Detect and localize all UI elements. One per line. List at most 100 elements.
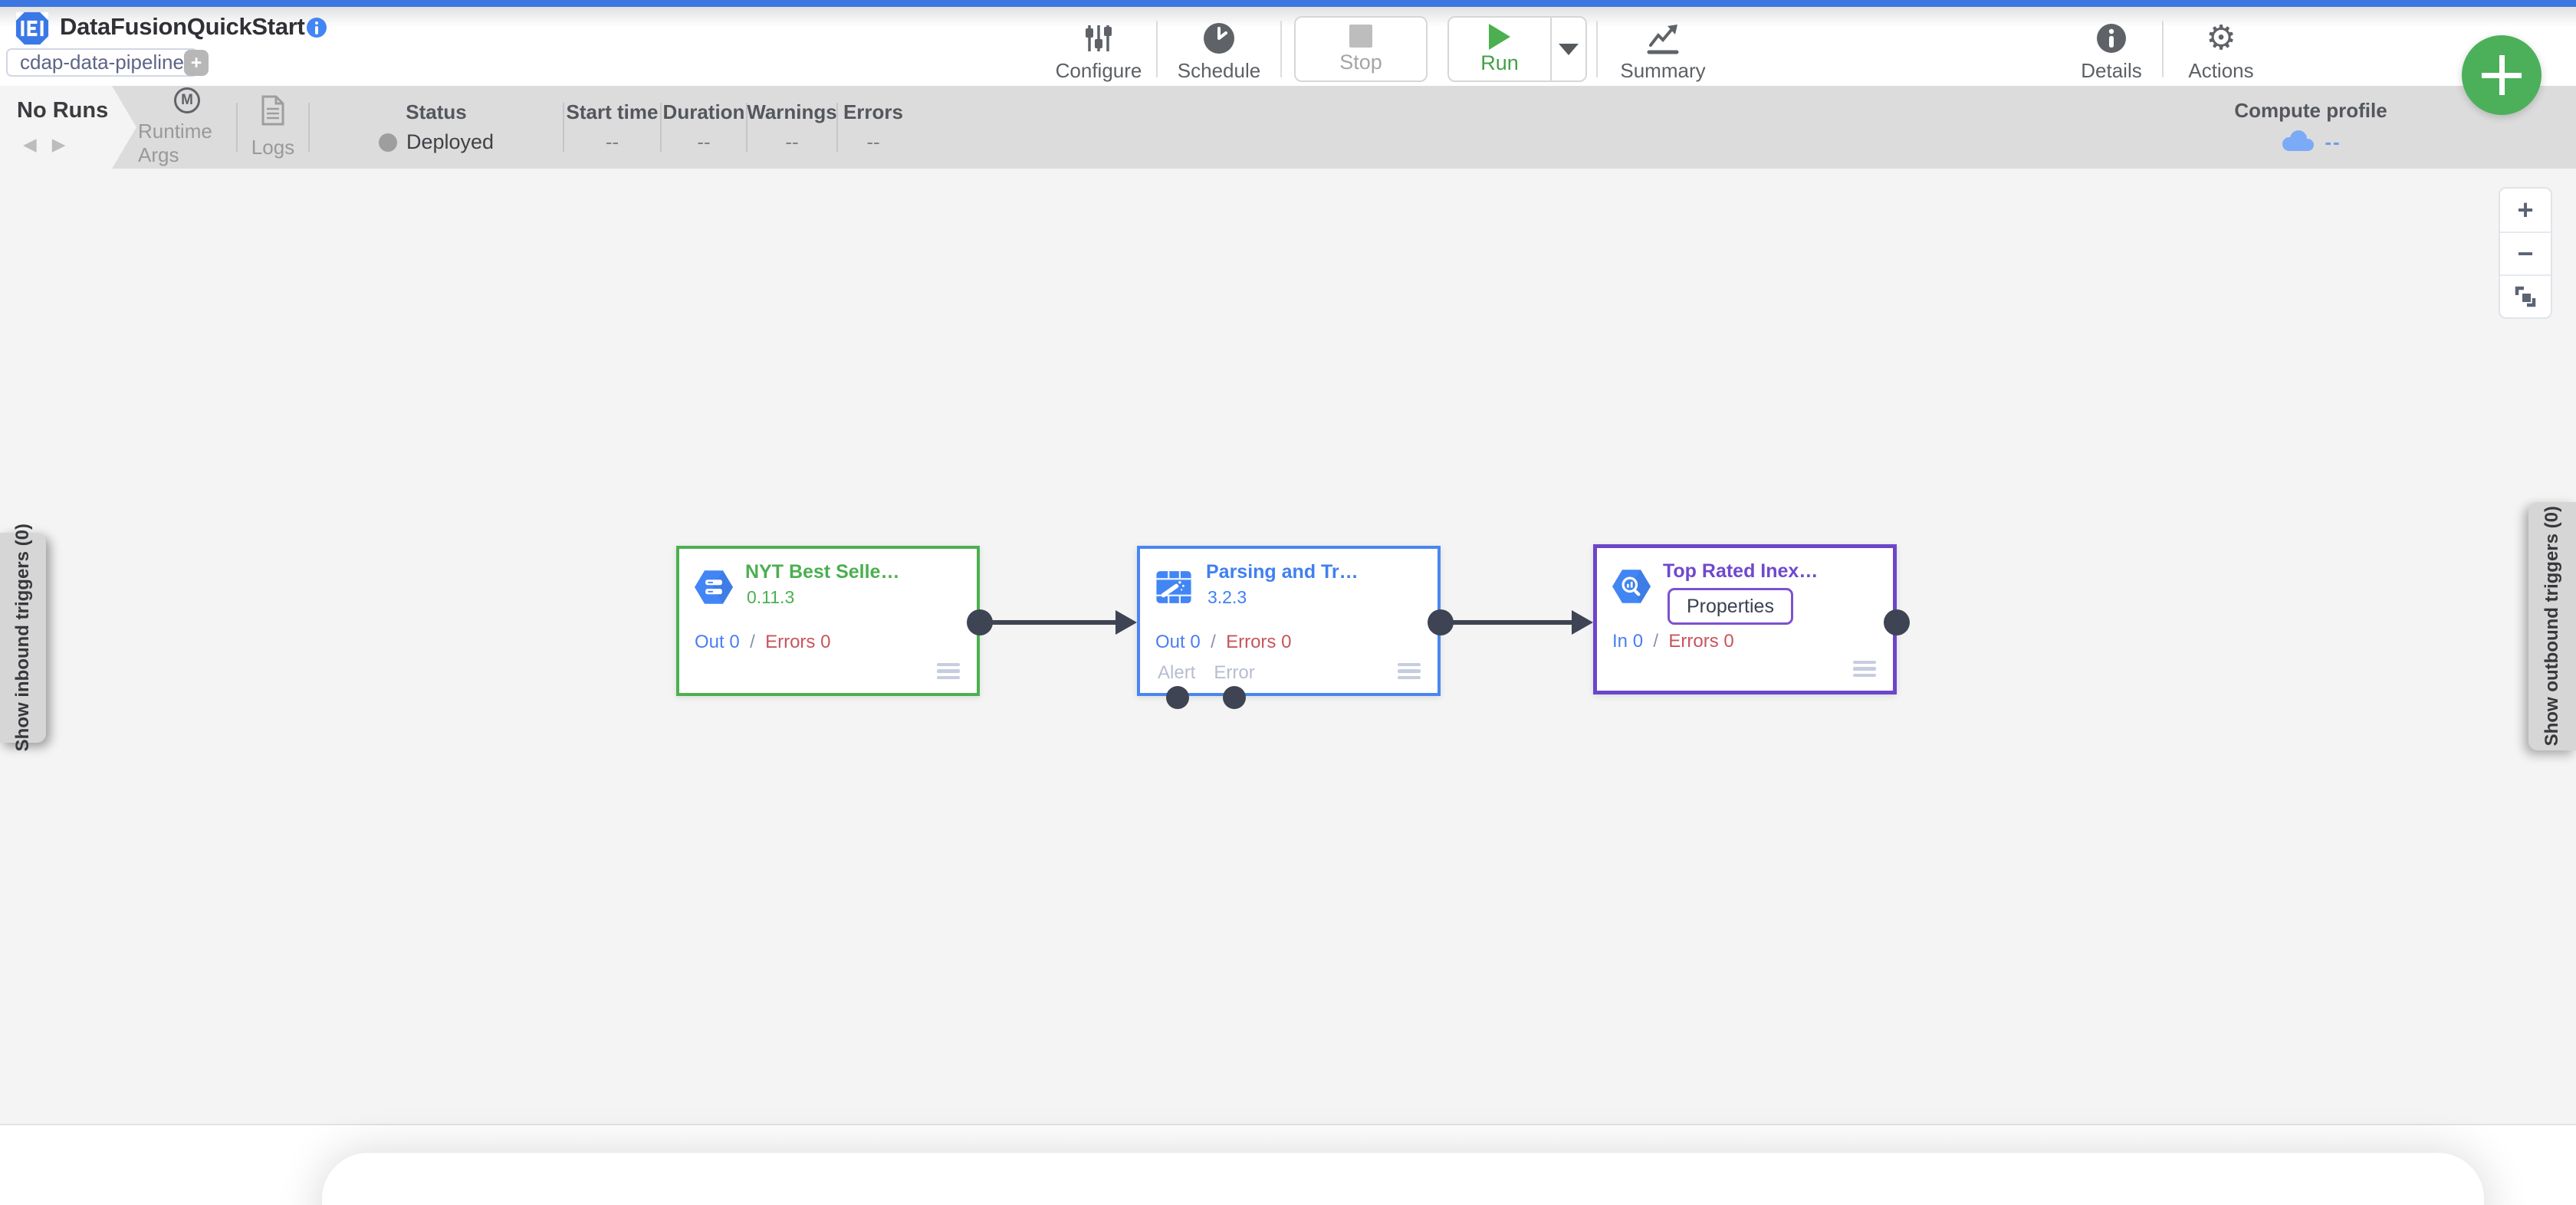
- schedule-button[interactable]: Schedule: [1158, 15, 1280, 84]
- node-nyt-best-sellers[interactable]: NYT Best Selle… 0.11.3 Out 0 / Errors 0: [676, 546, 980, 696]
- compute-profile-label: Compute profile: [2234, 99, 2387, 122]
- stop-icon: [1349, 24, 1372, 48]
- fit-to-screen-button[interactable]: [2500, 274, 2551, 317]
- toolbar-divider: [1156, 21, 1158, 77]
- node-version: 0.11.3: [747, 587, 795, 607]
- summary-button[interactable]: Summary: [1598, 15, 1728, 84]
- logs-button[interactable]: Logs: [238, 86, 308, 169]
- collapsed-panel-shadow: [322, 1153, 2484, 1205]
- run-button[interactable]: Run: [1449, 18, 1550, 80]
- prev-run-button[interactable]: ◀: [23, 134, 37, 154]
- start-time-label: Start time: [566, 100, 659, 123]
- pipeline-toolbar: Configure Schedule Stop: [1041, 15, 1728, 84]
- error-port[interactable]: [1223, 686, 1246, 709]
- duration-label: Duration: [662, 100, 745, 123]
- node-title: Top Rated Inex…: [1663, 560, 1819, 582]
- plus-icon: [2482, 55, 2522, 95]
- node-menu-button[interactable]: [937, 662, 960, 679]
- metrics-separator: /: [1653, 631, 1659, 652]
- page-title: DataFusionQuickStart: [60, 13, 305, 40]
- compute-profile-button[interactable]: Compute profile --: [2206, 86, 2415, 169]
- pipeline-canvas[interactable]: + − NYT Best Selle… 0.11.3: [0, 169, 2576, 1124]
- node-parsing-transform[interactable]: Parsing and Tr… 3.2.3 Out 0 / Errors 0 A…: [1137, 546, 1441, 696]
- actions-button[interactable]: ⚙ Actions: [2164, 15, 2279, 84]
- inbound-triggers-label: Show inbound triggers (0): [12, 524, 33, 752]
- alert-port-label: Alert: [1158, 662, 1196, 683]
- errors-value: 0: [1723, 631, 1734, 652]
- node-metrics[interactable]: Out 0 / Errors 0: [1155, 632, 1291, 653]
- zoom-in-button[interactable]: +: [2500, 189, 2551, 231]
- node-top-rated-sink[interactable]: Top Rated Inex… Properties In 0 / Errors…: [1593, 544, 1897, 694]
- add-tag-button[interactable]: +: [184, 50, 209, 76]
- ribbon-divider: [563, 103, 564, 152]
- connection-line[interactable]: [991, 620, 1116, 625]
- errors-value: 0: [1281, 632, 1292, 652]
- in-value: 0: [1632, 631, 1644, 652]
- duration-cell: Duration --: [662, 86, 746, 169]
- gear-icon: ⚙: [2206, 19, 2236, 57]
- sliders-icon: [1083, 21, 1115, 56]
- outbound-triggers-tab[interactable]: Show outbound triggers (0): [2528, 502, 2576, 750]
- ribbon-divider: [308, 103, 310, 152]
- compute-profile-value: --: [2325, 130, 2341, 153]
- ribbon-items: M Runtime Args Logs Status: [138, 86, 909, 169]
- next-run-button[interactable]: ▶: [51, 134, 66, 154]
- start-time-cell: Start time --: [564, 86, 660, 169]
- wrangler-icon: [1156, 571, 1191, 603]
- output-port[interactable]: [1428, 609, 1454, 635]
- bigquery-hexagon-icon: [1612, 570, 1651, 603]
- metrics-separator: /: [1211, 632, 1216, 652]
- out-label: Out: [695, 632, 724, 652]
- warnings-cell: Warnings --: [747, 86, 836, 169]
- outbound-triggers-label: Show outbound triggers (0): [2542, 506, 2562, 747]
- logs-label: Logs: [251, 136, 295, 159]
- pipeline-info-icon[interactable]: [307, 18, 327, 38]
- toolbar-divider: [1280, 21, 1282, 77]
- node-menu-button[interactable]: [1853, 660, 1876, 677]
- ribbon-divider: [660, 103, 662, 152]
- inbound-triggers-tab[interactable]: Show inbound triggers (0): [0, 524, 46, 752]
- node-metrics[interactable]: In 0 / Errors 0: [1612, 631, 1734, 652]
- runs-count-label: No Runs: [17, 98, 109, 123]
- runs-panel: No Runs ◀ ▶: [0, 86, 136, 169]
- run-options-button[interactable]: [1550, 18, 1585, 80]
- output-port[interactable]: [1884, 609, 1910, 635]
- errors-value: --: [866, 130, 880, 153]
- storage-hexagon-icon: [695, 570, 733, 604]
- connection-line[interactable]: [1451, 620, 1572, 625]
- node-metrics[interactable]: Out 0 / Errors 0: [695, 632, 830, 653]
- add-pipeline-fab-button[interactable]: +: [2462, 35, 2542, 115]
- status-cell: Status Deployed: [310, 86, 563, 169]
- toolbar-divider: [1596, 21, 1598, 77]
- errors-label: Errors: [843, 100, 904, 123]
- configure-button[interactable]: Configure: [1041, 15, 1156, 84]
- status-dot-icon: [378, 133, 397, 152]
- chart-line-icon: [1644, 21, 1681, 56]
- ribbon-divider: [836, 103, 838, 152]
- errors-label: Errors: [1226, 632, 1276, 652]
- node-menu-button[interactable]: [1398, 662, 1421, 679]
- ribbon-divider: [236, 103, 238, 152]
- schedule-label: Schedule: [1177, 59, 1261, 82]
- toolbar-divider: [2162, 21, 2164, 77]
- alert-port[interactable]: [1166, 686, 1189, 709]
- zoom-out-button[interactable]: −: [2500, 231, 2551, 274]
- pipeline-studio-logo-icon: [15, 11, 49, 45]
- errors-value: 0: [820, 632, 831, 652]
- cloud-icon: [2280, 129, 2315, 156]
- fit-to-screen-icon: [2515, 286, 2536, 307]
- errors-cell: Errors --: [838, 86, 909, 169]
- runtime-args-label: Runtime Args: [138, 120, 212, 166]
- output-port[interactable]: [967, 609, 993, 635]
- in-label: In: [1612, 631, 1628, 652]
- runtime-args-button[interactable]: M Runtime Args: [138, 86, 236, 169]
- out-value: 0: [1190, 632, 1201, 652]
- properties-button[interactable]: Properties: [1668, 588, 1793, 625]
- macro-icon: M: [174, 87, 200, 113]
- bottom-panel-area: [0, 1124, 2576, 1205]
- stop-button[interactable]: Stop: [1294, 16, 1428, 82]
- metrics-separator: /: [750, 632, 755, 652]
- details-label: Details: [2081, 59, 2142, 82]
- out-label: Out: [1155, 632, 1185, 652]
- details-button[interactable]: Details: [2061, 15, 2162, 84]
